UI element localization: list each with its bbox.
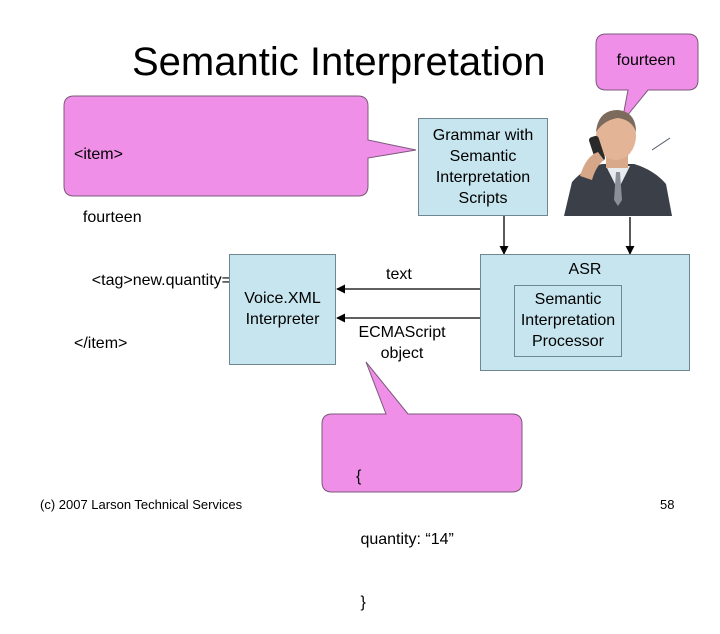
grammar-line-4: Scripts: [458, 190, 508, 207]
si-processor-box: Semantic Interpretation Processor: [514, 285, 622, 357]
text-arrow-label: text: [386, 266, 412, 283]
footer-copyright: (c) 2007 Larson Technical Services: [40, 497, 243, 512]
page-number: 58: [660, 497, 675, 512]
ecmascript-arrow-label: ECMAScript object: [347, 322, 457, 364]
si-processor-line-3: Processor: [531, 333, 605, 350]
grammar-box: Grammar with Semantic Interpretation Scr…: [418, 118, 548, 216]
item-line-2: fourteen: [74, 209, 142, 226]
si-processor-line-2: Interpretation: [520, 312, 616, 329]
ecmascript-line-2: object: [380, 345, 424, 362]
voicexml-interpreter-box: Voice.XML Interpreter: [229, 254, 336, 365]
ecmascript-line-1: ECMAScript: [358, 324, 446, 341]
grammar-line-2: Semantic: [449, 148, 517, 165]
grammar-line-1: Grammar with: [432, 127, 534, 144]
callout-fourteen-text: fourteen: [616, 52, 676, 69]
callout-item-bubble: [63, 95, 417, 197]
item-line-4: </item>: [74, 335, 128, 352]
callout-result-bubble: [321, 361, 523, 493]
item-line-1: <item>: [74, 146, 123, 163]
si-processor-line-1: Semantic: [534, 291, 602, 308]
callout-fourteen-bubble: [595, 33, 699, 123]
grammar-line-3: Interpretation: [435, 169, 531, 186]
voicexml-line-2: Interpreter: [245, 311, 320, 328]
callout-result-text: { quantity: “14” }: [356, 424, 454, 634]
voicexml-line-1: Voice.XML: [244, 290, 321, 307]
result-line-1: {: [356, 468, 362, 485]
phone-caller-image: [564, 110, 672, 216]
slide-title: Semantic Interpretation: [132, 40, 546, 84]
diagram-shapes: [63, 33, 699, 493]
asr-label: ASR: [568, 261, 602, 278]
result-line-3: }: [356, 594, 366, 611]
